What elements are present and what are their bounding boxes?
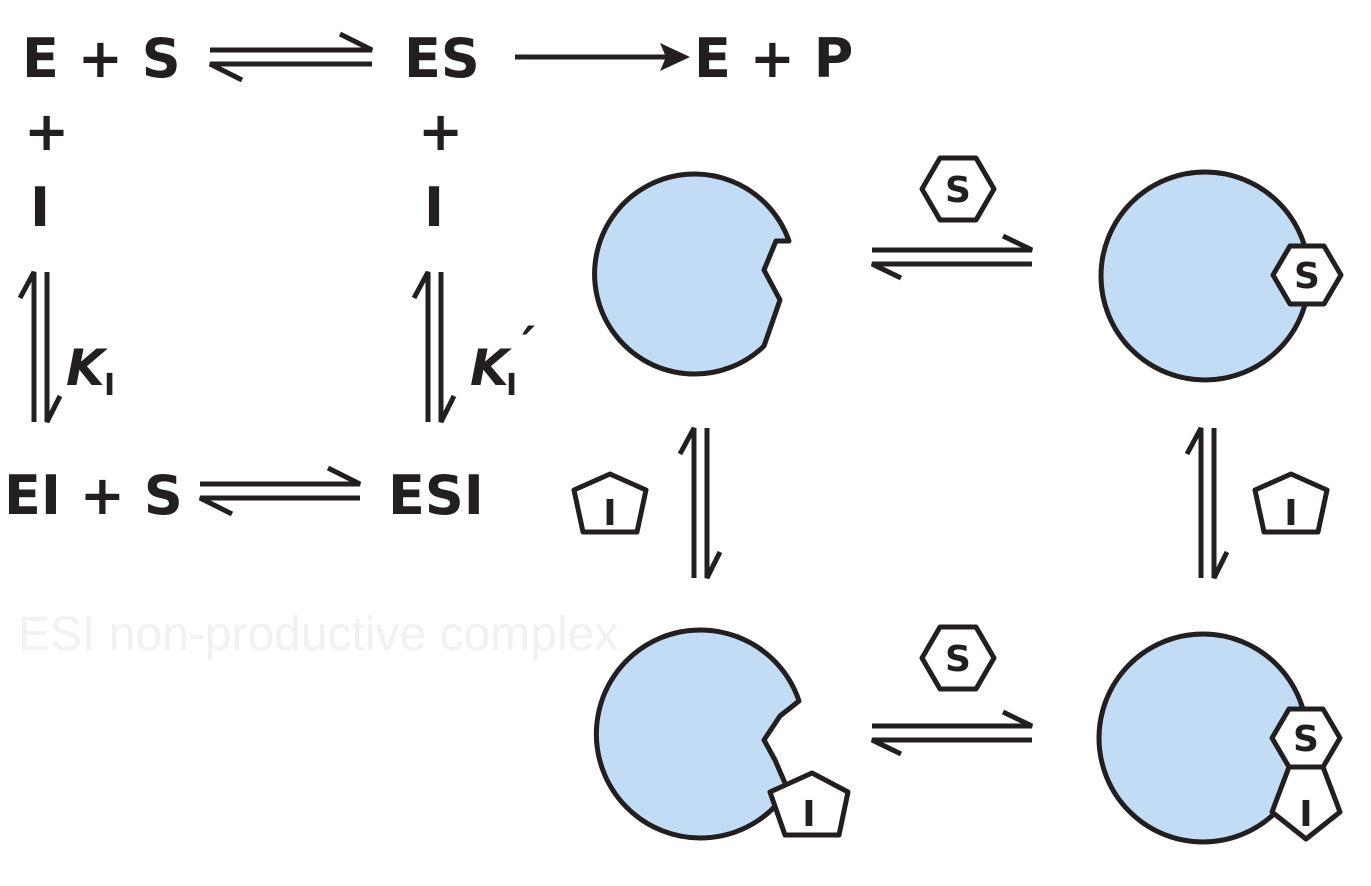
substrate-hexagon-bound-es: S [1270,243,1344,307]
cartoon-scheme: S S I I [571,155,1344,845]
forward-arrow-product [515,43,690,71]
svg-text:I: I [1299,794,1312,835]
svg-text:S: S [1294,256,1320,297]
inhibitor-pentagon-bound-esi: I [1269,764,1343,842]
substrate-hexagon-top: S [919,155,997,223]
label-esi: ESI [388,464,484,527]
ei-complex: I [593,627,851,841]
equilibrium-arrow-es [208,31,374,83]
substrate-hexagon-bottom: S [919,624,997,692]
equilibrium-arrow-left-vertical [677,426,723,580]
kinetic-scheme: E + S ES E + P + + I I K I K I ′ [4,27,853,527]
free-enzyme [592,171,792,377]
ki-subscript: I [104,368,115,403]
label-e-plus-p: E + P [694,27,853,90]
inhibitor-middle: I [424,176,444,239]
plus-left: + [24,100,69,163]
svg-text:S: S [1293,719,1319,760]
equilibrium-arrow-top [870,233,1034,281]
inhibitor-left: I [30,176,50,239]
es-complex: S [1098,169,1344,383]
plus-middle: + [418,100,463,163]
equilibrium-arrow-esi [198,465,362,517]
esi-complex: S I [1096,631,1343,845]
ki-letter: K [66,339,108,397]
equilibrium-arrow-ki [17,270,63,424]
svg-text:S: S [945,639,971,680]
inhibitor-pentagon-bound-ei: I [767,770,851,838]
equilibrium-arrow-right-vertical [1184,426,1230,580]
equilibrium-arrow-ki-prime [411,270,457,424]
ki-prime-subscript: I [506,368,517,403]
ki-prime-letter: K [470,339,512,397]
inhibitor-pentagon-left: I [571,471,649,535]
inhibitor-pentagon-right: I [1252,471,1330,535]
label-es: ES [404,27,480,90]
ki-prime-mark: ′ [522,316,535,374]
label-e-plus-s: E + S [22,27,181,90]
svg-text:I: I [603,493,616,534]
substrate-hexagon-bound-esi: S [1269,706,1343,770]
equilibrium-arrow-bottom [870,709,1034,757]
svg-text:S: S [945,170,971,211]
svg-text:I: I [802,794,815,835]
faint-background-text: ESI non-productive complex [18,608,618,661]
svg-text:I: I [1284,493,1297,534]
label-ei-plus-s: EI + S [4,464,183,527]
